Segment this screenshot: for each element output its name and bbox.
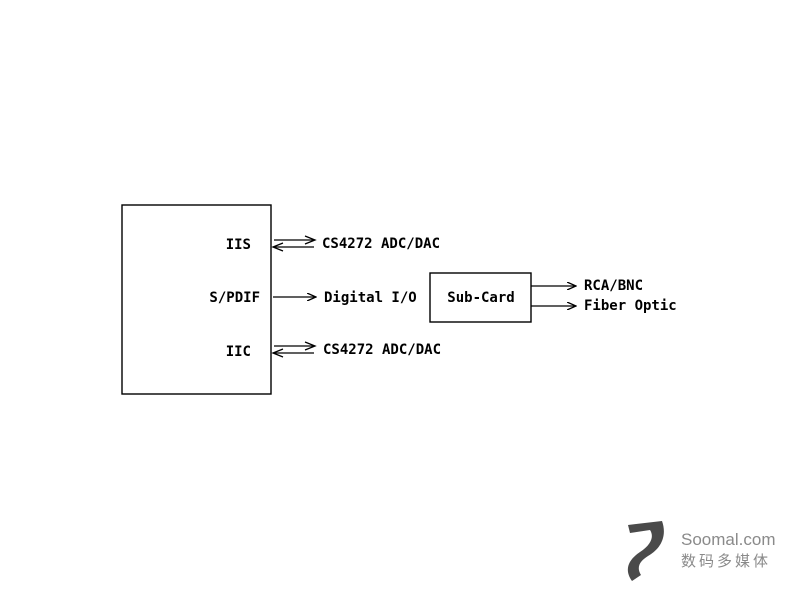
- rca-bnc-label: RCA/BNC: [584, 278, 643, 294]
- soomal-logo-icon: [627, 521, 664, 581]
- subcard-label: Sub-Card: [447, 290, 514, 306]
- iic-bidirectional-arrow: [271, 341, 317, 358]
- iic-target-label: CS4272 ADC/DAC: [323, 342, 441, 358]
- port-label-iic: IIC: [226, 344, 251, 360]
- iis-bidirectional-arrow: [271, 235, 317, 252]
- port-label-iis: IIS: [226, 237, 251, 253]
- subcard-block: [429, 272, 532, 323]
- main-block: [121, 204, 272, 395]
- fiber-optic-label: Fiber Optic: [584, 298, 677, 314]
- watermark-site: Soomal.com: [681, 530, 775, 549]
- watermark-tagline: 数码多媒体: [681, 552, 771, 570]
- soomal-watermark: Soomal.com 数码多媒体: [627, 521, 775, 581]
- iis-target-label: CS4272 ADC/DAC: [322, 236, 440, 252]
- port-label-spdif: S/PDIF: [209, 290, 260, 306]
- spdif-target-label: Digital I/O: [324, 290, 417, 306]
